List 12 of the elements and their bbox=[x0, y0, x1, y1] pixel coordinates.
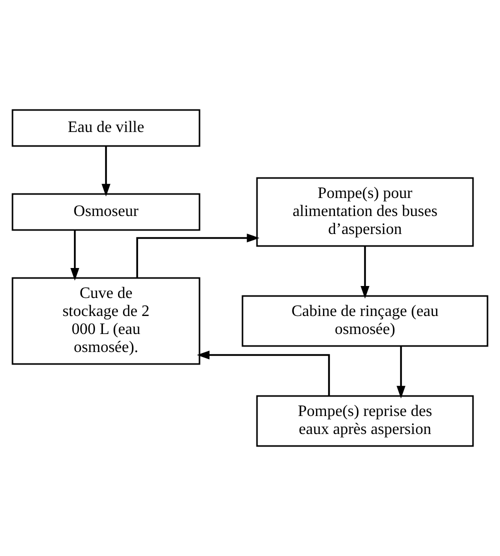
arrow bbox=[196, 350, 330, 396]
node-box: Eau de ville bbox=[12, 109, 200, 147]
node-box: Pompe(s) reprise des eaux après aspersion bbox=[256, 395, 474, 447]
node-box: Pompe(s) pour alimentation des buses d’aspersion bbox=[256, 177, 474, 247]
node-box: Cabine de rinçage (eau osmosée) bbox=[242, 295, 488, 347]
arrow bbox=[396, 346, 406, 398]
arrow bbox=[70, 230, 80, 281]
arrow bbox=[136, 234, 260, 278]
node-box: Cuve de stockage de 2 000 L (eau osmosée). bbox=[12, 277, 200, 365]
arrow bbox=[360, 246, 370, 299]
node-box: Osmoseur bbox=[12, 193, 200, 231]
arrow bbox=[102, 146, 110, 197]
